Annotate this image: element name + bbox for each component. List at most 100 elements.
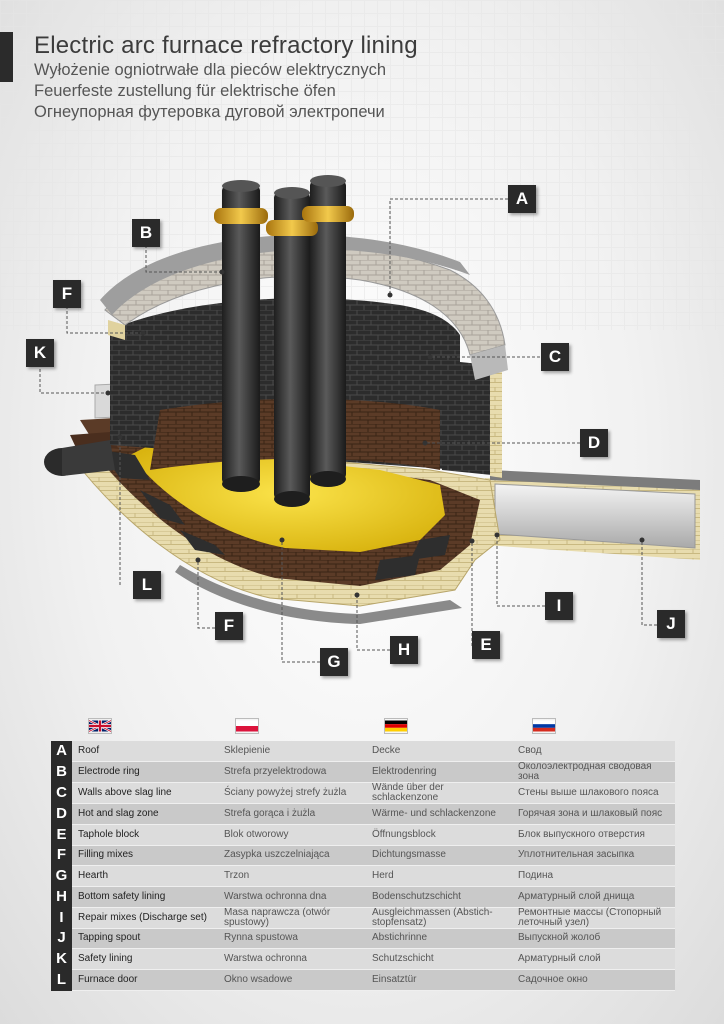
furnace-diagram bbox=[39, 175, 700, 663]
title-accent-bar bbox=[0, 32, 13, 82]
legend-english: Electrode ring bbox=[72, 761, 218, 784]
legend-german: Dichtungsmasse bbox=[366, 845, 512, 867]
legend-key: I bbox=[51, 907, 72, 929]
legend-russian: Околоэлектродная сводовая зона bbox=[512, 761, 675, 784]
legend-key: G bbox=[51, 865, 72, 887]
callout-g: G bbox=[320, 648, 348, 676]
legend-english: Furnace door bbox=[72, 969, 218, 991]
title-english: Electric arc furnace refractory lining bbox=[34, 32, 418, 59]
legend-english: Tapping spout bbox=[72, 928, 218, 950]
legend-polish: Rynna spustowa bbox=[218, 928, 366, 950]
callout-l: L bbox=[133, 571, 161, 599]
leader-lines bbox=[39, 198, 657, 663]
tapping-spout bbox=[485, 470, 700, 560]
legend-russian: Выпускной жолоб bbox=[512, 928, 675, 950]
legend-german: Einsatztür bbox=[366, 969, 512, 991]
legend-english: Safety lining bbox=[72, 948, 218, 970]
legend-english: Repair mixes (Discharge set) bbox=[72, 907, 218, 929]
callout-h: H bbox=[390, 636, 418, 664]
legend-key: D bbox=[51, 803, 72, 825]
legend-english: Hearth bbox=[72, 865, 218, 887]
callout-e: E bbox=[472, 631, 500, 659]
electrodes bbox=[214, 175, 354, 507]
legend-russian: Садочное окно bbox=[512, 969, 675, 991]
legend-polish: Trzon bbox=[218, 865, 366, 887]
title-russian: Огнеупорная футеровка дуговой электропеч… bbox=[34, 103, 385, 121]
legend-english: Walls above slag line bbox=[72, 782, 218, 805]
legend-polish: Sklepienie bbox=[218, 741, 366, 763]
legend-russian: Свод bbox=[512, 741, 675, 763]
legend-english: Roof bbox=[72, 741, 218, 763]
legend-german: Bodenschutzschicht bbox=[366, 886, 512, 908]
callout-j: J bbox=[657, 610, 685, 638]
legend-key: A bbox=[51, 741, 72, 763]
title-block: Electric arc furnace refractory lining W… bbox=[34, 32, 418, 123]
legend-german: Öffnungsblock bbox=[366, 824, 512, 846]
legend-german: Elektrodenring bbox=[366, 761, 512, 784]
legend-russian: Блок выпускного отверстия bbox=[512, 824, 675, 846]
legend-russian: Уплотнительная засыпка bbox=[512, 845, 675, 867]
legend-polish: Ściany powyżej strefy żużla bbox=[218, 782, 366, 805]
legend-key: K bbox=[51, 948, 72, 970]
legend-german: Decke bbox=[366, 741, 512, 763]
russia-flag-icon bbox=[532, 718, 556, 734]
legend-key: C bbox=[51, 782, 72, 805]
callout-a: A bbox=[508, 185, 536, 213]
callout-f-top: F bbox=[53, 280, 81, 308]
language-flags bbox=[0, 715, 724, 741]
legend-russian: Арматурный слой днища bbox=[512, 886, 675, 908]
legend-russian: Подина bbox=[512, 865, 675, 887]
legend-english: Taphole block bbox=[72, 824, 218, 846]
legend-english: Filling mixes bbox=[72, 845, 218, 867]
legend-russian: Ремонтные массы (Стопорный леточный узел… bbox=[512, 907, 675, 929]
callout-b: B bbox=[132, 219, 160, 247]
title-polish: Wyłożenie ogniotrwałe dla pieców elektry… bbox=[34, 61, 387, 79]
legend-russian: Горячая зона и шлаковый пояс bbox=[512, 803, 675, 825]
title-german: Feuerfeste zustellung für elektrische öf… bbox=[34, 82, 336, 100]
legend-german: Wände über der schlackenzone bbox=[366, 782, 512, 805]
legend-polish: Warstwa ochronna bbox=[218, 948, 366, 970]
poland-flag-icon bbox=[235, 718, 259, 734]
legend-german: Abstichrinne bbox=[366, 928, 512, 950]
germany-flag-icon bbox=[384, 718, 408, 734]
legend-german: Ausgleichmassen (Abstich-stopfensatz) bbox=[366, 907, 512, 929]
legend-german: Schutzschicht bbox=[366, 948, 512, 970]
legend-key: L bbox=[51, 969, 72, 991]
legend-polish: Blok otworowy bbox=[218, 824, 366, 846]
legend-german: Herd bbox=[366, 865, 512, 887]
legend-key: F bbox=[51, 845, 72, 867]
callout-f-bottom: F bbox=[215, 612, 243, 640]
legend-key: B bbox=[51, 761, 72, 784]
legend-polish: Okno wsadowe bbox=[218, 969, 366, 991]
legend-key: E bbox=[51, 824, 72, 846]
callout-i: I bbox=[545, 592, 573, 620]
legend-russian: Стены выше шлакового пояса bbox=[512, 782, 675, 805]
leader-dots bbox=[105, 269, 645, 598]
legend-polish: Strefa przyelektrodowa bbox=[218, 761, 366, 784]
callout-c: C bbox=[541, 343, 569, 371]
legend-polish: Masa naprawcza (otwór spustowy) bbox=[218, 907, 366, 929]
legend-russian: Арматурный слой bbox=[512, 948, 675, 970]
legend-english: Bottom safety lining bbox=[72, 886, 218, 908]
callout-d: D bbox=[580, 429, 608, 457]
legend-polish: Zasypka uszczelniająca bbox=[218, 845, 366, 867]
legend-polish: Strefa gorąca i żużla bbox=[218, 803, 366, 825]
legend-polish: Warstwa ochronna dna bbox=[218, 886, 366, 908]
callout-k: K bbox=[26, 339, 54, 367]
legend-key: H bbox=[51, 886, 72, 908]
uk-flag-icon bbox=[88, 718, 112, 734]
legend-english: Hot and slag zone bbox=[72, 803, 218, 825]
